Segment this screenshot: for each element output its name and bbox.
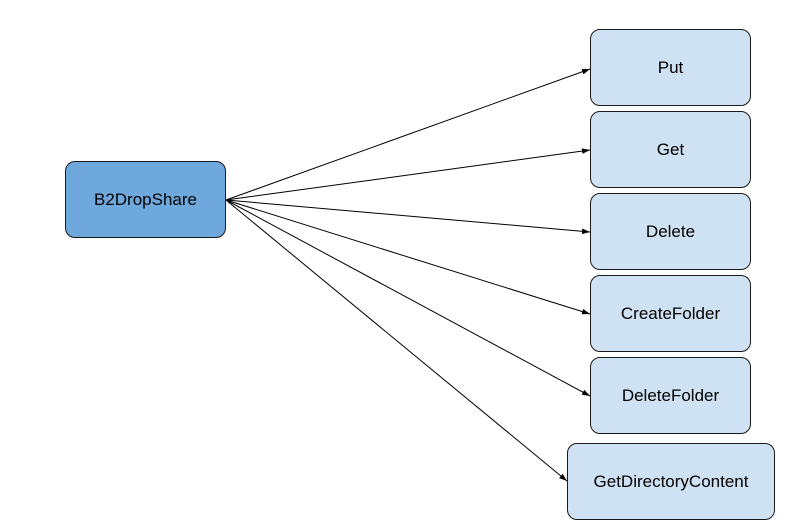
operation-node-put: Put [590,29,751,106]
operation-node-delete: Delete [590,193,751,270]
operation-node-deletefolder: DeleteFolder [590,357,751,434]
operation-node-label: Delete [645,221,696,241]
edges-group [225,68,591,482]
root-node-label: B2DropShare [93,189,197,209]
operation-node-label: Get [656,139,685,159]
root-node-b2dropshare: B2DropShare [65,161,226,238]
operation-node-label: Put [657,57,684,77]
edge-to-delete [225,199,591,235]
edge-to-createfolder [225,199,591,315]
operation-node-label: GetDirectoryContent [593,471,749,491]
operation-node-get: Get [590,111,751,188]
edge-to-deletefolder [225,199,591,397]
operation-node-createfolder: CreateFolder [590,275,751,352]
edge-to-getdirectorycontent [225,199,568,482]
edge-to-get [225,148,591,201]
operation-node-getdirectorycontent: GetDirectoryContent [567,443,775,520]
operation-node-label: DeleteFolder [621,385,720,405]
operation-node-label: CreateFolder [620,303,721,323]
edge-to-put [225,68,591,201]
